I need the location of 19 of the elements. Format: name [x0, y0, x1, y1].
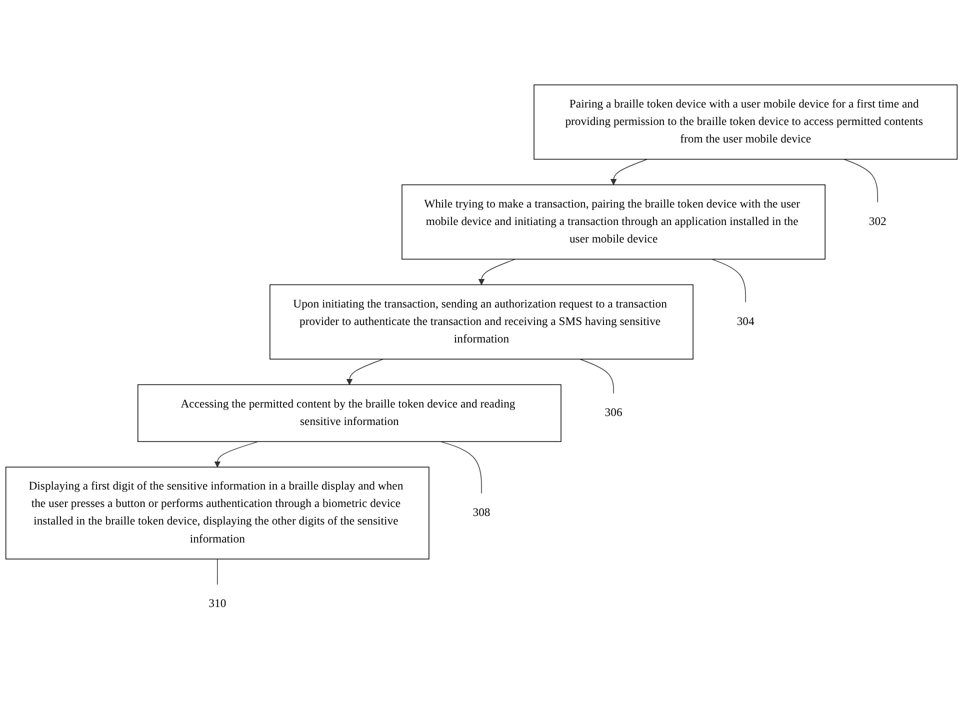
node-box: Displaying a first digit of the sensitive information in a braille display and when the user presses a button or performs authentication through a biometric device installed in the braille token device, displaying the other digits of the sensitive information [5, 466, 430, 559]
node-box: Accessing the permitted content by the braille token device and reading sensitive information [138, 384, 562, 442]
arrow [346, 358, 384, 385]
node-text: 306 [604, 406, 622, 419]
arrow [610, 158, 648, 185]
connector [217, 558, 218, 585]
connector [579, 358, 614, 394]
node-box: Pairing a braille token device with a user mobile device for a first time and providing permission to the braille token device to access permitted contents from the user mobile device [534, 84, 958, 160]
node-text: 310 [208, 597, 226, 610]
node-box: While trying to make a transaction, pairing the braille token device with the user mobile device and initiating a transaction through an application installed in the user mobile device [402, 184, 826, 260]
connector [440, 440, 482, 494]
connector [844, 158, 878, 202]
node-text: 302 [868, 215, 886, 228]
arrow [214, 440, 259, 467]
node-box: Upon initiating the transaction, sending an authorization request to a transaction provider to authenticate the transaction and receiving a SMS having sensitive information [270, 284, 694, 360]
node-text: 308 [472, 506, 490, 518]
connector [712, 258, 746, 302]
arrow [478, 258, 516, 285]
node-text: 304 [736, 314, 754, 328]
